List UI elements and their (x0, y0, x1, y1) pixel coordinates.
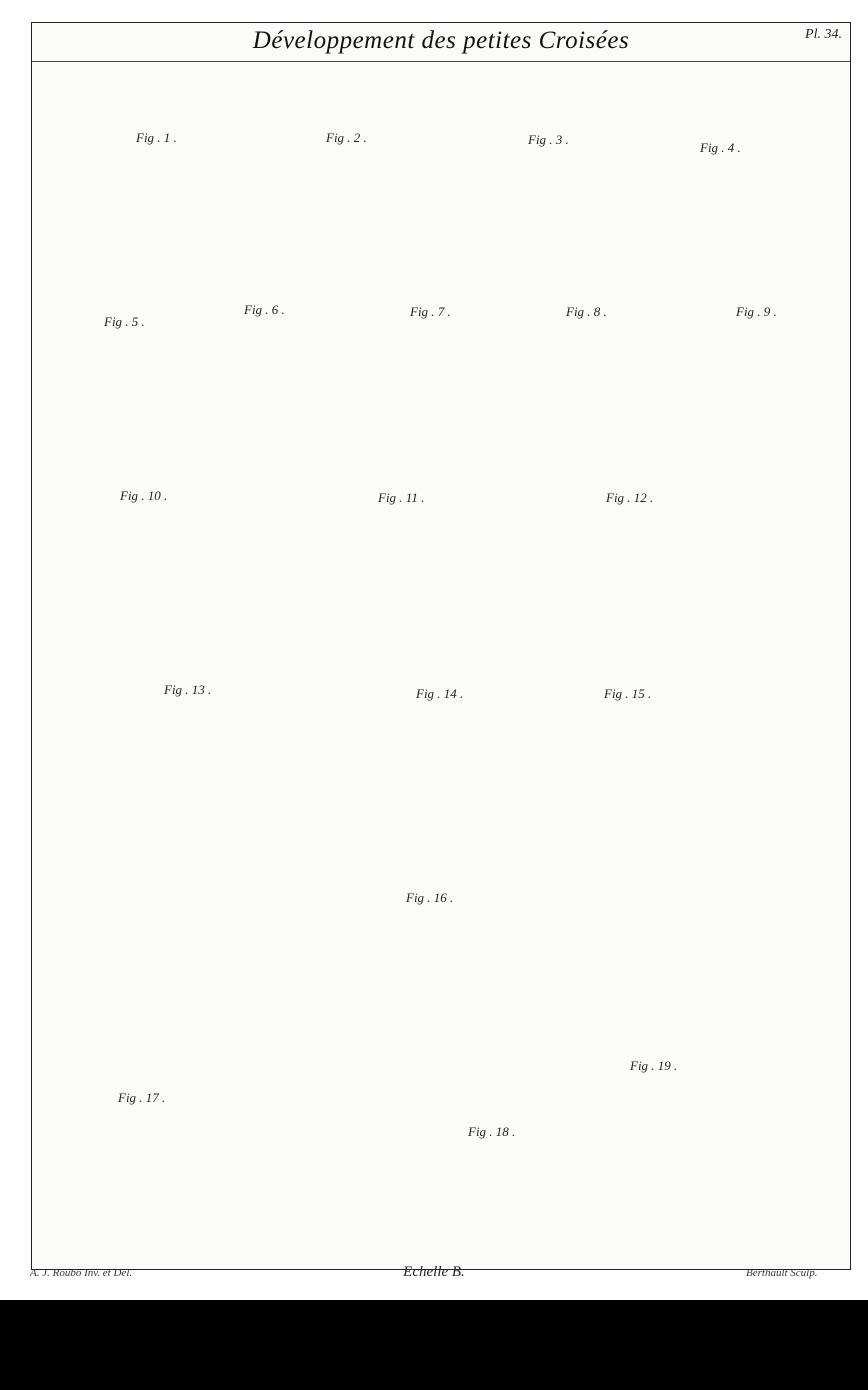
fig-7-label: Fig . 7 . (410, 304, 451, 319)
engraver-left-credit: A. J. Roubo Inv. et Del. (30, 1267, 133, 1279)
fig-9-label: Fig . 9 . (736, 304, 777, 319)
fig-12-label: Fig . 12 . (606, 490, 654, 505)
fig-16-label: Fig . 16 . (406, 890, 454, 905)
fig-11-label: Fig . 11 . (378, 490, 425, 505)
bottom-black-band (0, 1300, 868, 1390)
plate-title: Développement des petites Croisées (252, 27, 630, 54)
fig-5-label: Fig . 5 . (104, 314, 145, 329)
fig-13-label: Fig . 13 . (164, 682, 212, 697)
fig-14-label: Fig . 14 . (416, 686, 464, 701)
engraved-plate: Développement des petites Croisées Pl. 3… (31, 22, 851, 1270)
fig-19-label: Fig . 19 . (630, 1058, 678, 1073)
scale-label: Echelle B. (403, 1264, 465, 1280)
fig-1-label: Fig . 1 . (136, 130, 177, 145)
engraver-right-credit: Berthault Sculp. (746, 1267, 818, 1279)
title-rule (32, 61, 850, 62)
fig-15-label: Fig . 15 . (604, 686, 652, 701)
fig-2-label: Fig . 2 . (326, 130, 367, 145)
plate-number: Pl. 34. (805, 27, 842, 42)
fig-10-label: Fig . 10 . (120, 488, 168, 503)
fig-4-label: Fig . 4 . (700, 140, 741, 155)
fig-17-label: Fig . 17 . (118, 1090, 166, 1105)
fig-6-label: Fig . 6 . (244, 302, 285, 317)
fig-8-label: Fig . 8 . (566, 304, 607, 319)
fig-18-label: Fig . 18 . (468, 1124, 516, 1139)
fig-3-label: Fig . 3 . (528, 132, 569, 147)
